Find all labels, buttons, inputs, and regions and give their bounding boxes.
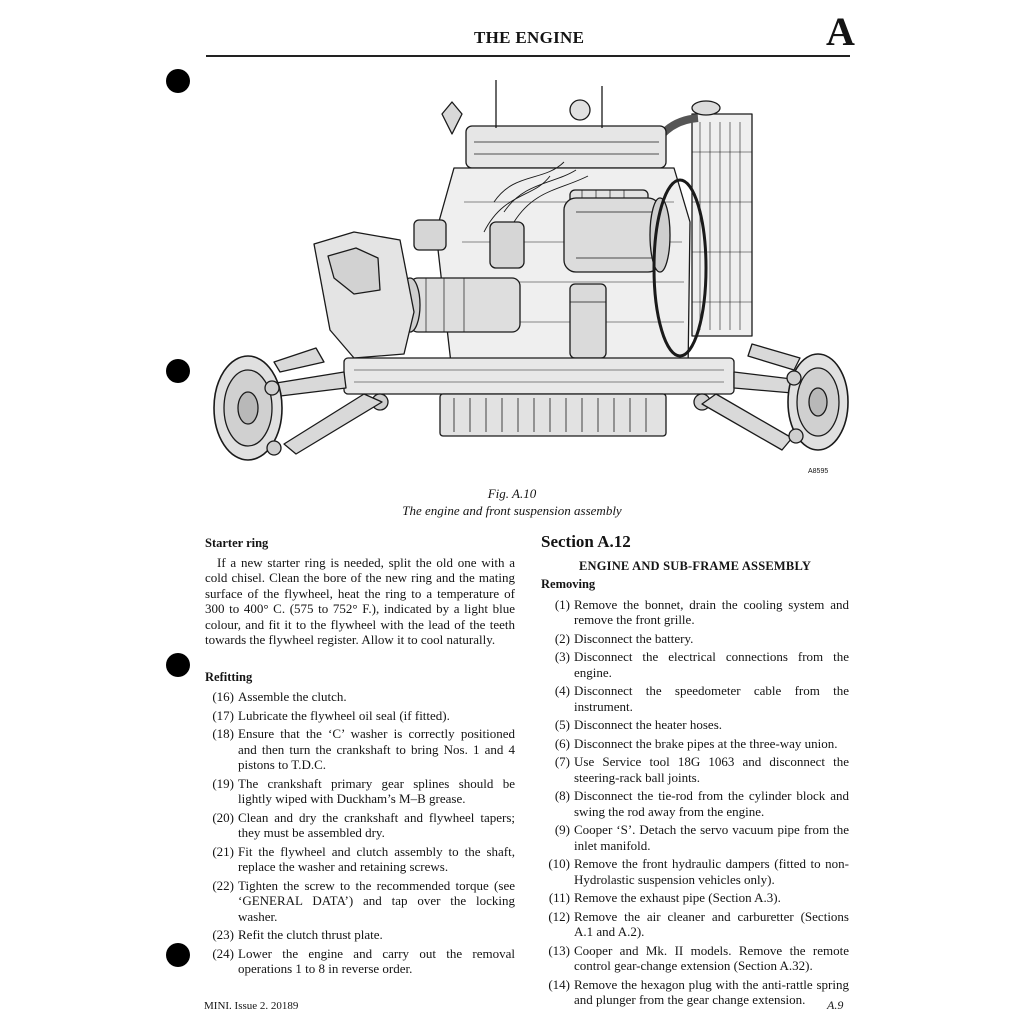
section-letter: A <box>826 9 855 54</box>
list-item: (7) Use Service tool 18G 1063 and disconn… <box>541 754 849 785</box>
list-item: (5) Disconnect the heater hoses. <box>541 717 849 733</box>
step-text: Lubricate the flywheel oil seal (if fitt… <box>238 707 450 723</box>
step-number: (7) <box>554 754 570 769</box>
step-number: (8) <box>554 788 570 803</box>
right-column: Section A.12 ENGINE AND SUB-FRAME ASSEMB… <box>541 532 849 1011</box>
radiator <box>691 100 753 337</box>
step-text: Disconnect the tie-rod from the cylinder… <box>574 788 849 819</box>
list-item: (11) Remove the exhaust pipe (Section A.3… <box>541 890 849 906</box>
step-text: Clean and dry the crankshaft and flywhee… <box>238 809 515 841</box>
removing-steps: (1)Remove the bonnet, drain the cooling … <box>541 597 849 1008</box>
binder-hole <box>166 69 190 93</box>
removing-heading: Removing <box>541 577 596 591</box>
list-item: (18) Ensure that the ‘C’ washer is correc… <box>205 726 515 773</box>
list-item: (17)Lubricate the flywheel oil seal (if … <box>205 708 515 724</box>
list-item: (4) Disconnect the speedometer cable from… <box>541 683 849 714</box>
step-text: Remove the exhaust pipe (Section A.3). <box>574 890 781 905</box>
step-number: (5) <box>554 717 570 732</box>
list-item: (14)Remove the hexagon plug with the ant… <box>541 977 849 1008</box>
step-text: Disconnect the heater hoses. <box>574 717 723 732</box>
step-text: Use Service tool 18G 1063 and disconnect… <box>574 754 849 785</box>
step-number: (10) <box>548 856 570 871</box>
step-text: Disconnect the electrical connections fr… <box>574 649 849 680</box>
engine-illustration <box>213 80 849 461</box>
list-item: (19)The crankshaft primary gear splines … <box>205 776 515 807</box>
figure-number: Fig. A.10 <box>487 486 537 501</box>
step-text: Ensure that the ‘C’ washer is correctly … <box>238 726 515 772</box>
step-text: Remove the hexagon plug with the anti-ra… <box>574 976 849 1008</box>
left-column: Starter ring If a new starter ring is ne… <box>205 536 515 980</box>
section-subtitle: ENGINE AND SUB-FRAME ASSEMBLY <box>578 558 812 573</box>
list-item: (8) Disconnect the tie-rod from the cylin… <box>541 788 849 819</box>
step-number: (11) <box>548 890 570 905</box>
step-number: (22) <box>212 877 234 893</box>
binder-hole <box>166 359 190 383</box>
step-text: Disconnect the battery. <box>574 630 694 646</box>
step-number: (16) <box>212 689 234 704</box>
list-item: (24)Lower the engine and carry out the r… <box>205 946 515 977</box>
step-number: (18) <box>212 726 234 741</box>
list-item: (12)Remove the air cleaner and carburett… <box>541 909 849 940</box>
list-item: (3) Disconnect the electrical connections… <box>541 649 849 680</box>
step-number: (12) <box>548 908 570 924</box>
list-item: (10) Remove the front hydraulic dampers (… <box>541 856 849 887</box>
page-header-title: THE ENGINE <box>474 28 585 47</box>
list-item: (20)Clean and dry the crankshaft and fly… <box>205 810 515 841</box>
refitting-steps: (16) Assemble the clutch. (17)Lubricate th… <box>205 689 515 977</box>
step-number: (1) <box>554 596 570 612</box>
step-text: Cooper ‘S’. Detach the servo vacuum pipe… <box>574 822 849 853</box>
step-text: Tighten the screw to the recommended tor… <box>238 877 515 924</box>
list-item: (6)Disconnect the brake pipes at the thr… <box>541 736 849 752</box>
step-number: (19) <box>212 775 234 791</box>
refitting-heading: Refitting <box>205 669 253 684</box>
step-number: (13) <box>548 942 570 958</box>
list-item: (23) Refit the clutch thrust plate. <box>205 927 515 943</box>
starter-ring-heading: Starter ring <box>205 536 269 550</box>
step-number: (17) <box>212 707 234 723</box>
footer-issue: MINI. Issue 2. 20189 <box>204 1000 299 1012</box>
step-number: (14) <box>548 976 570 992</box>
step-text: Remove the front hydraulic dampers (fitt… <box>574 856 849 887</box>
step-number: (9) <box>554 822 570 837</box>
step-text: Cooper and Mk. II models. Remove the rem… <box>574 942 849 974</box>
step-number: (2) <box>554 630 570 646</box>
list-item: (22)Tighten the screw to the recommended… <box>205 878 515 925</box>
step-text: Lower the engine and carry out the remov… <box>238 945 515 977</box>
list-item: (13)Cooper and Mk. II models. Remove the… <box>541 943 849 974</box>
step-text: Assemble the clutch. <box>238 689 347 704</box>
step-number: (4) <box>554 683 570 698</box>
step-text: Fit the flywheel and clutch assembly to … <box>238 843 515 875</box>
step-number: (3) <box>554 649 570 664</box>
step-number: (6) <box>554 735 570 751</box>
step-text: Disconnect the speedometer cable from th… <box>574 683 849 714</box>
list-item: (16) Assemble the clutch. <box>205 689 515 705</box>
list-item: (1)Remove the bonnet, drain the cooling … <box>541 597 849 628</box>
step-text: Refit the clutch thrust plate. <box>238 927 383 942</box>
step-number: (23) <box>212 927 234 942</box>
section-title: Section A.12 <box>541 532 631 551</box>
binder-hole <box>166 653 190 677</box>
header-rule <box>206 55 850 57</box>
page-number: A.9 <box>827 998 844 1012</box>
list-item: (2)Disconnect the battery. <box>541 631 849 647</box>
list-item: (21)Fit the flywheel and clutch assembly… <box>205 844 515 875</box>
step-text: Remove the air cleaner and carburetter (… <box>574 908 849 940</box>
step-text: Remove the bonnet, drain the cooling sys… <box>574 596 849 628</box>
figure-caption: The engine and front suspension assembly <box>402 503 622 518</box>
step-number: (20) <box>212 809 234 825</box>
step-text: Disconnect the brake pipes at the three-… <box>574 735 838 751</box>
binder-hole <box>166 943 190 967</box>
list-item: (9) Cooper ‘S’. Detach the servo vacuum p… <box>541 822 849 853</box>
starter-ring-paragraph: If a new starter ring is needed, split t… <box>205 554 515 648</box>
step-number: (24) <box>212 945 234 961</box>
step-text: The crankshaft primary gear splines shou… <box>238 775 515 807</box>
step-number: (21) <box>212 843 234 859</box>
figure-reference-code: A8595 <box>808 468 829 475</box>
